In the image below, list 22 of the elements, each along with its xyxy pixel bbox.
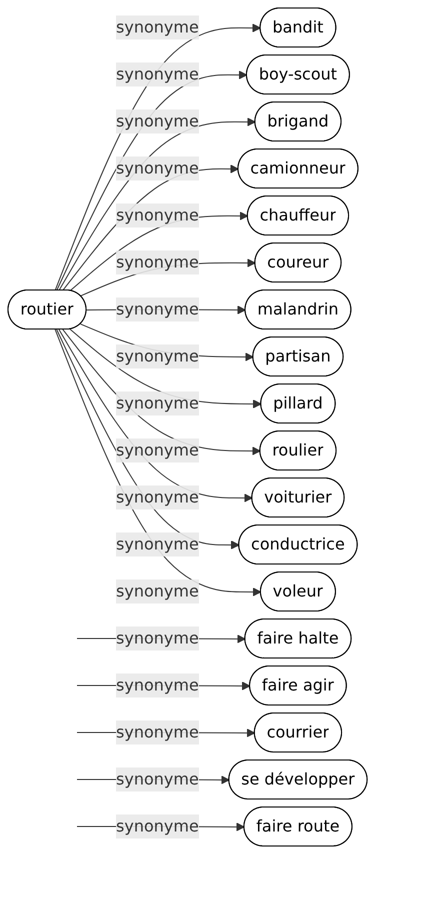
edge-label: synonyme: [116, 346, 199, 366]
arrow: [58, 329, 253, 502]
edge-label: synonyme: [116, 675, 199, 694]
edge-label: synonyme: [116, 111, 199, 130]
edge-label: synonyme: [116, 487, 199, 506]
edge-label: synonyme: [116, 581, 199, 600]
edge-label: synonyme: [116, 158, 199, 178]
edge-label: synonyme: [116, 816, 199, 836]
arrow: [70, 212, 248, 292]
arrow: [70, 328, 262, 408]
edge-label: synonyme: [116, 628, 199, 648]
edge-label: synonyme: [116, 252, 199, 272]
edge-label: synonyme: [116, 769, 199, 788]
edge-label: synonyme: [116, 440, 199, 460]
edge-label: synonyme: [116, 64, 199, 84]
edge-label: synonyme: [116, 18, 199, 36]
edge-label: synonyme: [116, 534, 199, 554]
edge-label: synonyme: [116, 722, 199, 742]
edge-label: synonyme: [116, 205, 199, 224]
edge-label: synonyme: [116, 299, 199, 318]
edge-label: synonyme: [116, 393, 199, 412]
arrow: [58, 118, 256, 291]
